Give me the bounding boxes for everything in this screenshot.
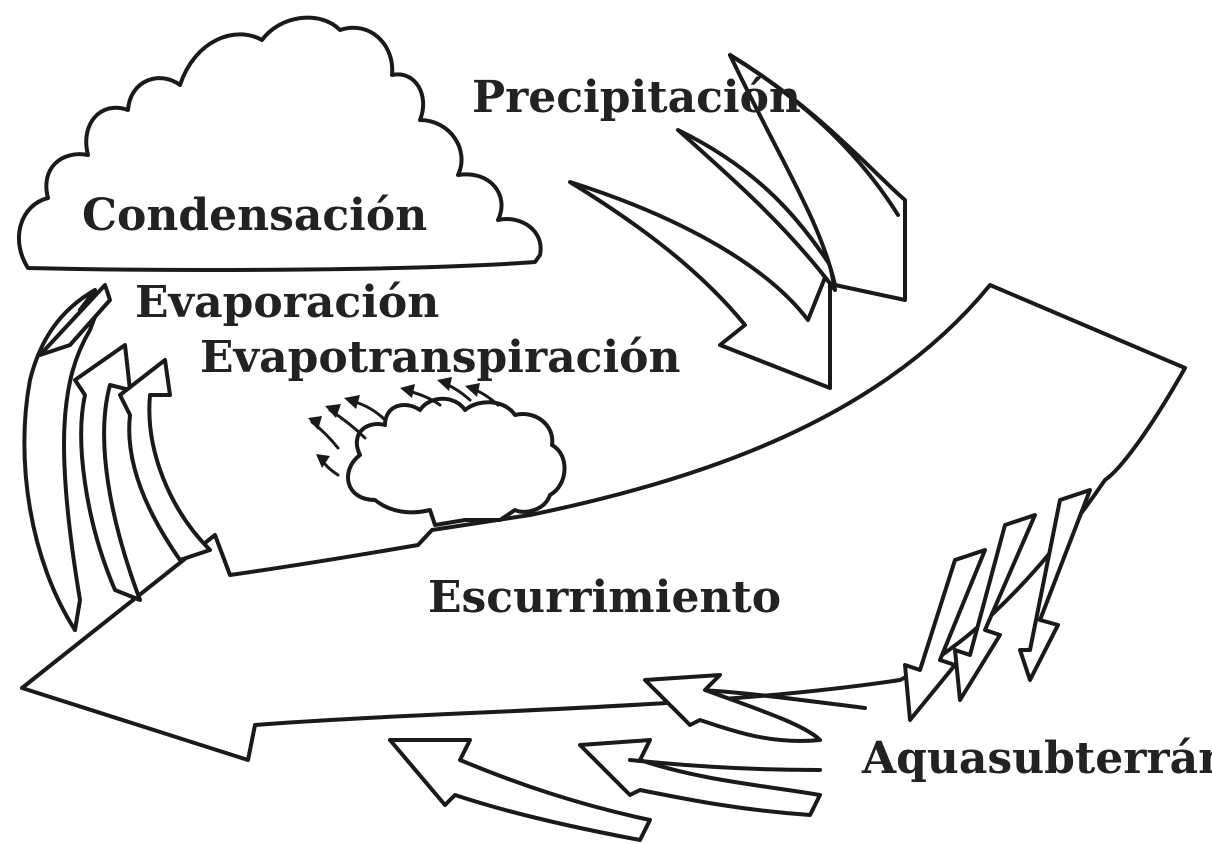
cloud-shape <box>17 15 543 272</box>
precipitation-arrows <box>568 53 907 390</box>
label-evapotranspiration: Evapotranspiración <box>200 332 681 383</box>
groundwater-down-arrows <box>903 488 1092 722</box>
label-groundwater: Aquasubterráno <box>861 733 1212 784</box>
evaporation-arrows <box>22 283 212 632</box>
label-runoff: Escurrimiento <box>428 572 781 623</box>
label-precipitation: Precipitación <box>472 72 801 123</box>
label-condensation: Condensación <box>82 190 427 241</box>
runoff-arrow <box>20 283 1187 762</box>
evapotranspiration-arrows <box>308 377 500 477</box>
label-evaporation: Evaporación <box>135 277 439 328</box>
tree-canopy <box>346 396 567 527</box>
groundwater-flow-arrows <box>388 673 867 842</box>
